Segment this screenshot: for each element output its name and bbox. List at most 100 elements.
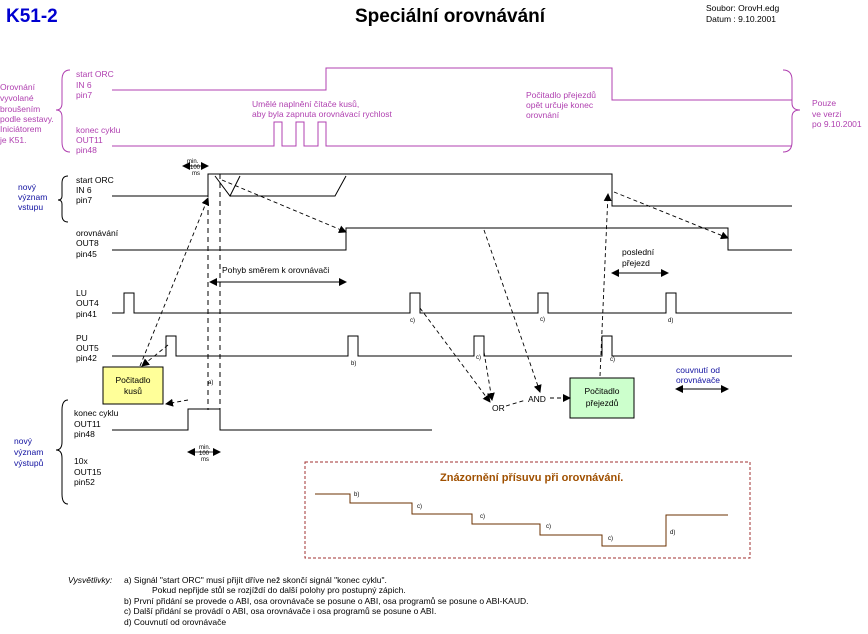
page-title: Speciální orovnávání [355, 6, 546, 27]
label-d: d) [668, 318, 673, 324]
note-line: Iniciátorem [0, 124, 42, 134]
label-b: b) [351, 361, 356, 367]
box-line: přejezdů [586, 398, 619, 408]
label-line: pin48 [74, 429, 95, 439]
label-line: PU [76, 333, 88, 343]
signal-konec-label: konec cyklu OUT11 pin48 [74, 408, 119, 439]
label-line: vstupu [18, 202, 43, 212]
label-line: orovnávače [676, 375, 720, 385]
label-d: d) [670, 530, 675, 536]
label-line: OUT11 [76, 135, 103, 145]
label-c: c) [546, 524, 551, 530]
last-pass-label: poslední přejezd [622, 247, 655, 268]
notes-heading: Vysvětlivky: [68, 575, 113, 585]
label-b: b) [354, 492, 359, 498]
infeed-steps [315, 493, 728, 547]
label-c: c) [410, 318, 415, 324]
box-line: Počitadlo [116, 375, 151, 385]
label-line: start ORC [76, 69, 114, 79]
label-line: nový [18, 182, 37, 192]
dashed-connections [139, 179, 729, 407]
label-line: couvnutí od [676, 365, 720, 375]
label-line: IN 6 [76, 185, 92, 195]
label-c: c) [480, 514, 485, 520]
file-label: Soubor: OrovH.edg [706, 3, 780, 13]
note-line: podle sestavy. [0, 114, 54, 124]
min-time-marker-top: min. 100 ms [182, 159, 209, 177]
label-c: c) [476, 355, 481, 361]
label-line: OUT15 [74, 467, 102, 477]
top-right-brace [782, 69, 801, 153]
note-line: aby byla zapnuta orovnávací rychlost [252, 109, 392, 119]
box-line: Počitadlo [585, 386, 620, 396]
label-line: 10x [74, 456, 88, 466]
label-c: c) [608, 536, 613, 542]
label-c: c) [540, 317, 545, 323]
label-line: výstupů [14, 458, 44, 468]
note-line: c) Další přidání se provádí o ABI, osa o… [124, 606, 436, 616]
label-line: nový [14, 436, 33, 446]
brace-outputs [55, 399, 69, 505]
label-line: přejezd [622, 258, 650, 268]
waveform-pu [112, 335, 792, 357]
top-mid-note: Umělé naplnění čítače kusů, aby byla zap… [252, 99, 392, 119]
label-c: c) [417, 504, 422, 510]
note-line: broušením [0, 104, 40, 114]
label-line: poslední [622, 247, 655, 257]
signal-pu-label: PU OUT5 pin42 [76, 333, 99, 363]
top-start-waveform [112, 67, 792, 101]
label-c: c) [610, 357, 615, 363]
top-signal-konec-label: konec cyklu OUT11 pin48 [76, 125, 121, 155]
signal-orov-label: orovnávání OUT8 pin45 [76, 228, 119, 259]
signal-10x-label: 10x OUT15 pin52 [74, 456, 102, 487]
retract-label: couvnutí od orovnávače [676, 365, 720, 385]
label-line: pin48 [76, 145, 97, 155]
side-label-new-input: nový význam vstupu [18, 182, 47, 212]
signal-start-label: start ORC IN 6 pin7 [76, 175, 114, 205]
label-line: pin52 [74, 477, 95, 487]
label-line: OUT11 [74, 419, 101, 429]
waveform-lu [112, 292, 792, 314]
label-line: OUT8 [76, 238, 99, 248]
and-gate-label: AND [528, 394, 546, 404]
note-line: orovnání [526, 110, 560, 120]
legend-title: Znázornění přísuvu při orovnávání. [440, 472, 623, 484]
label-line: OUT5 [76, 343, 99, 353]
note-line: Pokud nepřijde stůl se rozjíždí do další… [152, 585, 406, 595]
label-line: pin7 [76, 195, 92, 205]
waveform-start-ramp [214, 175, 347, 197]
note-line: Pouze [812, 98, 836, 108]
note-line: b) První přidání se provede o ABI, osa o… [124, 596, 528, 606]
note-line: po 9.10.2001 [812, 119, 862, 129]
label-line: LU [76, 288, 87, 298]
counter-passes-box: Počitadlo přejezdů [569, 377, 635, 419]
motion-label: Pohyb směrem k orovnávači [222, 265, 329, 275]
min-value: 100 [199, 451, 210, 457]
page-code: K51-2 [6, 6, 58, 27]
label-line: konec cyklu [74, 408, 119, 418]
min-value: 100 [190, 165, 201, 171]
label-line: orovnávání [76, 228, 119, 238]
side-label-new-outputs: nový význam výstupů [14, 436, 44, 468]
top-left-brace [55, 69, 71, 153]
label-line: IN 6 [76, 80, 92, 90]
note-line: ve verzi [812, 109, 841, 119]
box-line: kusů [124, 386, 142, 396]
note-line: Počitadlo přejezdů [526, 90, 596, 100]
min-unit: ms [192, 171, 200, 177]
label-line: konec cyklu [76, 125, 121, 135]
note-line: je K51. [0, 135, 26, 145]
signal-lu-label: LU OUT4 pin41 [76, 288, 99, 319]
infeed-legend: Znázornění přísuvu při orovnávání. b) c)… [304, 461, 751, 559]
top-konec-waveform [112, 121, 792, 147]
top-counter-note: Počitadlo přejezdů opět určuje konec oro… [526, 90, 596, 120]
note-line: vyvolané [0, 93, 34, 103]
top-signal-start-label: start ORC IN 6 pin7 [76, 69, 114, 100]
brace-input [57, 175, 69, 223]
explanations: Vysvětlivky: a) Signál "start ORC" musí … [68, 575, 528, 627]
label-line: pin7 [76, 90, 92, 100]
label-line: pin45 [76, 249, 97, 259]
counter-parts-box: Počitadlo kusů [102, 366, 164, 405]
